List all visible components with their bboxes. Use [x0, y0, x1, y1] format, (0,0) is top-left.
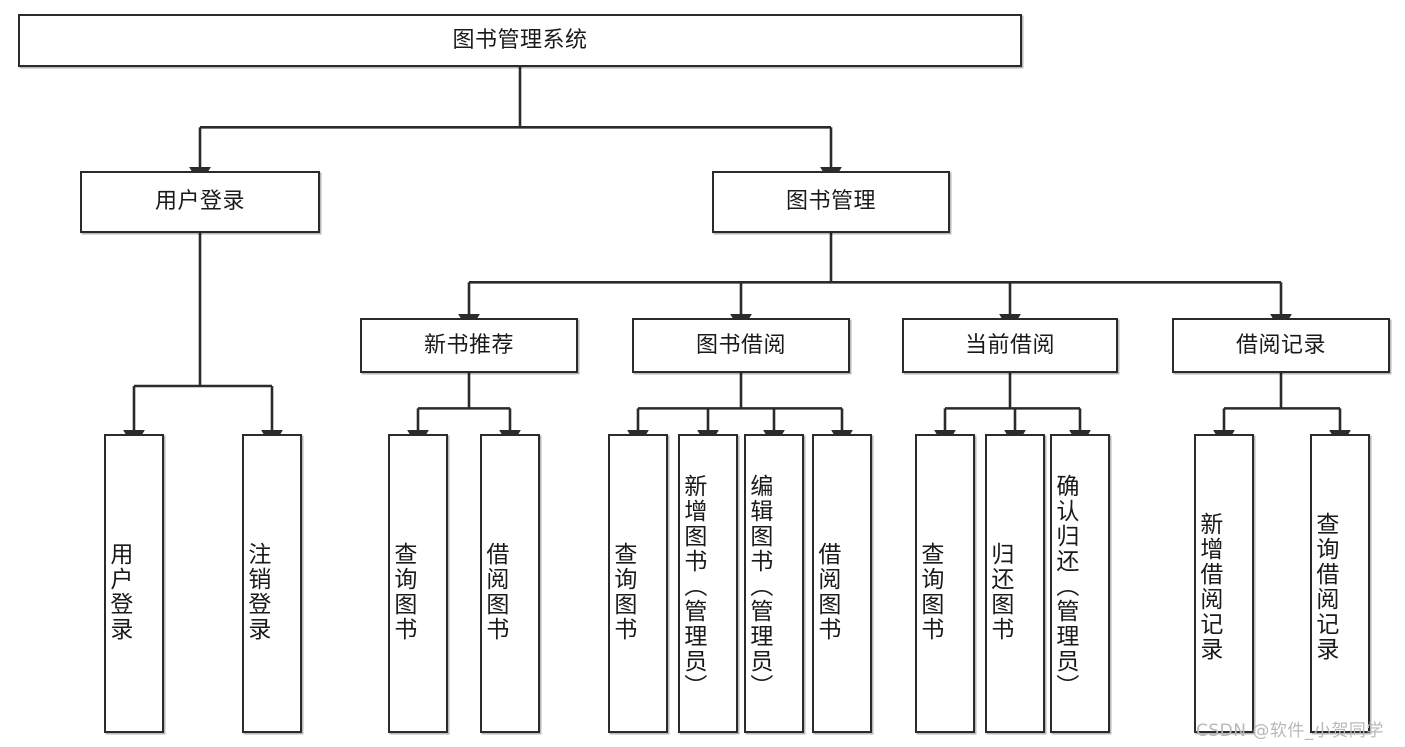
- node-label: 用户登录: [105, 541, 132, 642]
- node-l-query1[interactable]: 查询图书: [388, 434, 448, 733]
- node-borrow[interactable]: 图书借阅: [632, 318, 850, 373]
- node-label: 图书管理系统: [452, 27, 588, 53]
- node-label: 编辑图书（管理员）: [745, 474, 772, 699]
- node-label: 借阅记录: [1235, 332, 1326, 358]
- node-l-query3[interactable]: 查询图书: [915, 434, 975, 733]
- node-label: 新书推荐: [423, 332, 514, 358]
- node-l-addrec[interactable]: 新增借阅记录: [1194, 434, 1254, 733]
- node-label: 当前借阅: [964, 332, 1055, 358]
- node-current[interactable]: 当前借阅: [902, 318, 1118, 373]
- node-l-return[interactable]: 归还图书: [985, 434, 1045, 733]
- node-records[interactable]: 借阅记录: [1172, 318, 1390, 373]
- node-label: 查询借阅记录: [1311, 511, 1338, 662]
- node-l-confirm[interactable]: 确认归还（管理员）: [1050, 434, 1110, 733]
- node-label: 图书管理: [785, 189, 876, 215]
- node-l-borrow2[interactable]: 借阅图书: [812, 434, 872, 733]
- node-label: 查询图书: [389, 541, 416, 642]
- node-l-userlogin[interactable]: 用户登录: [104, 434, 164, 733]
- node-label: 借阅图书: [813, 541, 840, 642]
- node-label: 查询图书: [916, 541, 943, 642]
- node-label: 用户登录: [154, 189, 245, 215]
- node-label: 新增图书（管理员）: [679, 474, 706, 699]
- node-newbook[interactable]: 新书推荐: [360, 318, 578, 373]
- node-label: 确认归还（管理员）: [1051, 474, 1078, 699]
- node-l-query2[interactable]: 查询图书: [608, 434, 668, 733]
- edge-paths: [123, 67, 1351, 449]
- node-l-borrow1[interactable]: 借阅图书: [480, 434, 540, 733]
- node-l-logout[interactable]: 注销登录: [242, 434, 302, 733]
- node-l-edit[interactable]: 编辑图书（管理员）: [744, 434, 804, 733]
- node-l-queryrec[interactable]: 查询借阅记录: [1310, 434, 1370, 733]
- watermark-text: CSDN @软件_小贺同学: [1196, 721, 1384, 741]
- node-root[interactable]: 图书管理系统: [18, 14, 1022, 67]
- node-bookmgmt[interactable]: 图书管理: [712, 171, 950, 233]
- node-label: 新增借阅记录: [1195, 511, 1222, 662]
- node-label: 注销登录: [243, 541, 270, 642]
- node-label: 借阅图书: [481, 541, 508, 642]
- node-label: 图书借阅: [695, 332, 786, 358]
- node-l-add[interactable]: 新增图书（管理员）: [678, 434, 738, 733]
- node-login[interactable]: 用户登录: [80, 171, 320, 233]
- node-label: 归还图书: [986, 541, 1013, 642]
- node-label: 查询图书: [609, 541, 636, 642]
